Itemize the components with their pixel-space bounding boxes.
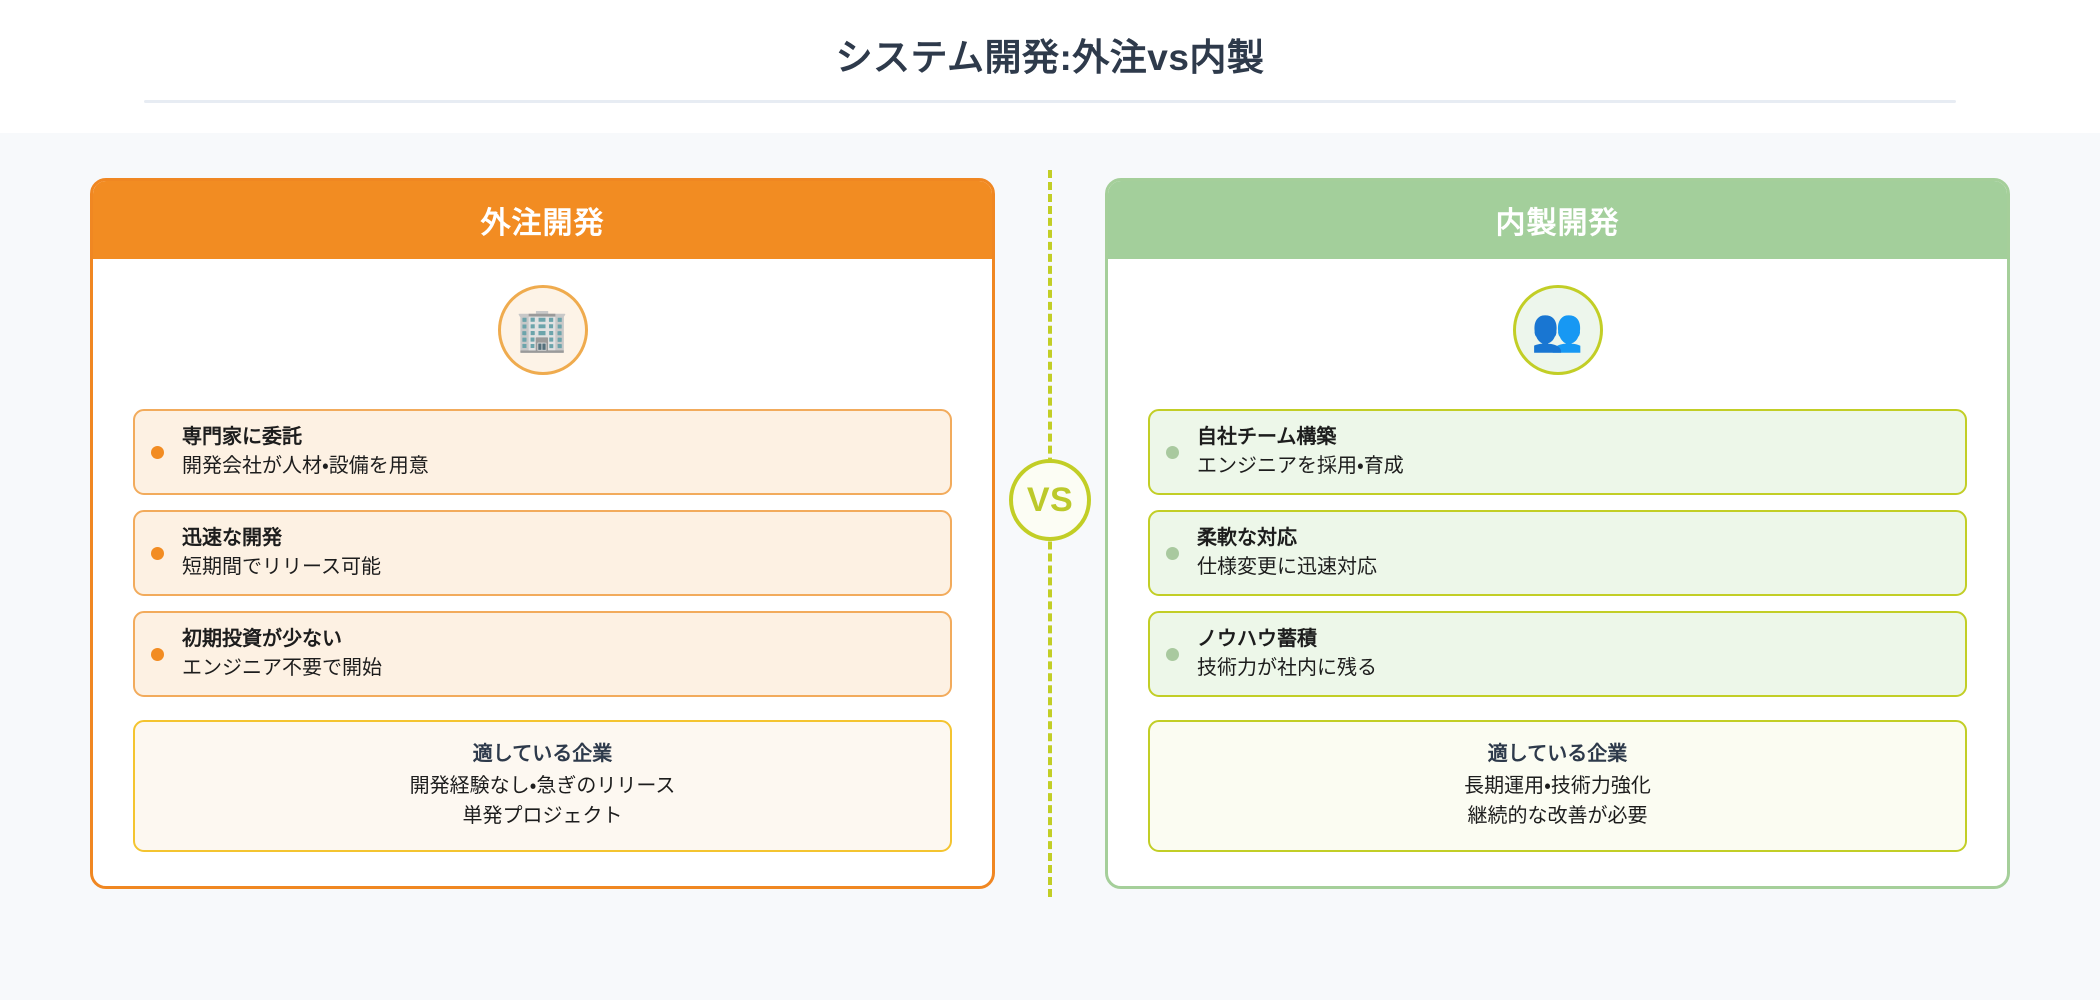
bullet-dot-icon (1166, 546, 1179, 560)
suitable-companies-line: 開発経験なし・急ぎのリリース (409, 775, 676, 797)
panel-header-outsourcing: 外注開発 (93, 181, 992, 259)
feature-card[interactable]: 自社チーム構築 エンジニアを採用・育成 (1148, 409, 1967, 495)
comparison-columns: 外注開発 🏢 専門家に委託 開発会社が人材・設備を用意 (90, 170, 2010, 897)
suitable-companies-box: 適している企業 長期運用・技術力強化 継続的な改善が必要 (1148, 720, 1967, 852)
feature-card[interactable]: 柔軟な対応 仕様変更に迅速対応 (1148, 510, 1967, 596)
feature-text: 柔軟な対応 仕様変更に迅速対応 (1197, 524, 1377, 582)
vs-label: VS (1026, 480, 1074, 519)
icon-wrap-outsourcing: 🏢 (133, 285, 952, 375)
comparison-body: 外注開発 🏢 専門家に委託 開発会社が人材・設備を用意 (0, 133, 2100, 1000)
feature-description: エンジニアを採用・育成 (1197, 455, 1404, 477)
header: システム開発:外注vs内製 (0, 0, 2100, 133)
icon-wrap-inhouse: 👥 (1148, 285, 1967, 375)
feature-text: 自社チーム構築 エンジニアを採用・育成 (1197, 423, 1404, 481)
suitable-companies-line: 長期運用・技術力強化 (1464, 775, 1651, 797)
feature-card[interactable]: ノウハウ蓄積 技術力が社内に残る (1148, 611, 1967, 697)
panel-header-inhouse: 内製開発 (1108, 181, 2007, 259)
feature-card[interactable]: 初期投資が少ない エンジニア不要で開始 (133, 611, 952, 697)
suitable-companies-line: 継続的な改善が必要 (1467, 805, 1648, 827)
feature-title: 自社チーム構築 (1197, 426, 1337, 448)
feature-card[interactable]: 専門家に委託 開発会社が人材・設備を用意 (133, 409, 952, 495)
title-divider-rule (144, 100, 1956, 104)
feature-text: 初期投資が少ない エンジニア不要で開始 (182, 625, 382, 683)
feature-text: 専門家に委託 開発会社が人材・設備を用意 (182, 423, 429, 481)
feature-description: 開発会社が人材・設備を用意 (182, 455, 429, 477)
bullet-dot-icon (1166, 647, 1179, 661)
panel-inhouse: 内製開発 👥 自社チーム構築 エンジニアを採用・育成 (1105, 178, 2010, 889)
suitable-companies-title: 適している企業 (472, 743, 613, 765)
feature-text: 迅速な開発 短期間でリリース可能 (182, 524, 381, 582)
feature-card[interactable]: 迅速な開発 短期間でリリース可能 (133, 510, 952, 596)
two-people-icon: 👥 (1531, 306, 1584, 353)
feature-title: 柔軟な対応 (1197, 527, 1297, 549)
page-title: システム開発:外注vs内製 (835, 37, 1265, 78)
feature-text: ノウハウ蓄積 技術力が社内に残る (1197, 625, 1377, 683)
bullet-dot-icon (151, 647, 164, 661)
bullet-dot-icon (1166, 445, 1179, 459)
vs-badge: VS (1009, 459, 1091, 541)
feature-description: 仕様変更に迅速対応 (1197, 556, 1377, 578)
bullet-dot-icon (151, 546, 164, 560)
suitable-companies-line: 単発プロジェクト (462, 805, 623, 827)
feature-description: 短期間でリリース可能 (182, 556, 381, 578)
feature-title: 初期投資が少ない (182, 628, 342, 650)
panel-title-inhouse: 内製開発 (1495, 207, 1620, 240)
office-building-icon: 🏢 (516, 306, 569, 353)
feature-title: 専門家に委託 (182, 426, 302, 448)
feature-description: エンジニア不要で開始 (182, 657, 382, 679)
icon-circle-outsourcing: 🏢 (497, 285, 588, 375)
panel-title-outsourcing: 外注開発 (480, 207, 605, 240)
suitable-companies-box: 適している企業 開発経験なし・急ぎのリリース 単発プロジェクト (133, 720, 952, 852)
bullet-dot-icon (151, 445, 164, 459)
panel-body-inhouse: 👥 自社チーム構築 エンジニアを採用・育成 柔軟な対応 (1108, 259, 2007, 886)
feature-title: 迅速な開発 (182, 527, 282, 549)
icon-circle-inhouse: 👥 (1512, 285, 1603, 375)
feature-description: 技術力が社内に残る (1197, 657, 1377, 679)
feature-title: ノウハウ蓄積 (1197, 628, 1317, 650)
suitable-companies-title: 適している企業 (1487, 743, 1628, 765)
panel-body-outsourcing: 🏢 専門家に委託 開発会社が人材・設備を用意 迅速な開発 (93, 259, 992, 886)
panel-outsourcing: 外注開発 🏢 専門家に委託 開発会社が人材・設備を用意 (90, 178, 995, 889)
